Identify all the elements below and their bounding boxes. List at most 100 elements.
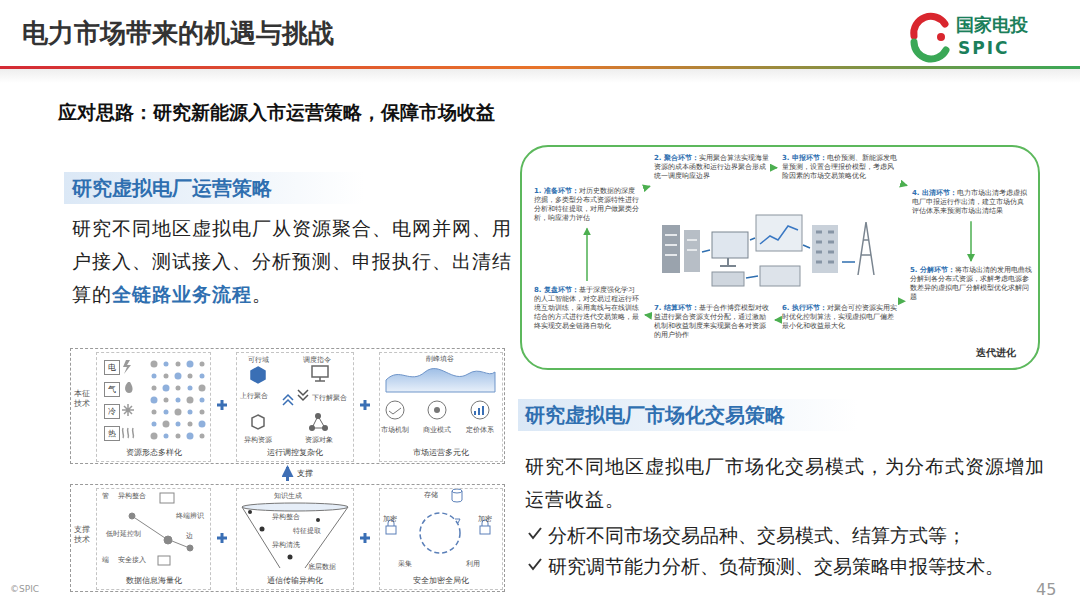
market-icon [389, 408, 401, 414]
diagram-label: 市场机制 [381, 426, 409, 434]
heading-band [64, 172, 858, 431]
energy-icon [123, 360, 131, 374]
diagram-label: 特征提取 [293, 527, 321, 535]
resource-dots [200, 398, 205, 403]
logo-text: SPIC [958, 38, 1010, 58]
control-icon [298, 390, 308, 395]
step-heading: 1. 准备环节： [534, 187, 579, 195]
tech-row-frame: 本征技术资源形态多样化电气冷热运行调控复杂化市场运营多元化 [70, 348, 505, 464]
control-icon [251, 367, 265, 383]
panel-caption: 通信传输异构化 [237, 576, 353, 586]
resource-dots [176, 434, 181, 439]
logo-mark [937, 33, 945, 41]
data-icon [160, 493, 174, 503]
resource-dots [176, 398, 181, 403]
resource-dots [175, 373, 182, 380]
security-icon [452, 491, 462, 502]
step-box: 5. 分解环节：将市场出清的发用电曲线分解到各分布式资源，求解考虑电源参数差异的… [908, 264, 1034, 304]
bullet-text: 研究调节能力分析、负荷预测、交易策略申报等技术。 [548, 555, 1004, 578]
edge-label: 支撑 [296, 469, 314, 479]
resource-dots [152, 410, 157, 415]
resource-dots [164, 434, 169, 439]
diagram-label: 商业模式 [423, 426, 451, 434]
market-icon [428, 401, 446, 419]
panel-caption: 资源形态多样化 [97, 448, 210, 458]
diagram-label: 定价体系 [466, 426, 494, 434]
feature-panel: 数据信息海量化 [96, 488, 211, 590]
page-number: 45 [1036, 580, 1056, 599]
resource-dots [164, 410, 169, 415]
cycle-arrow [905, 184, 907, 186]
step-heading: 5. 分解环节： [910, 266, 955, 274]
plus-sign [217, 400, 370, 543]
resource-dots [163, 385, 170, 392]
step-heading: 8. 复盘环节： [534, 286, 579, 294]
diagram-label: 异构清洗 [272, 541, 300, 549]
step-box: 6. 执行环节：对聚合可控资源实用实时优化控制算法，实现虚拟电厂偏差最小化和收益… [780, 302, 902, 333]
funnel-icon [288, 555, 293, 560]
plus-sign [217, 400, 370, 543]
footer-text: ©SPIC [10, 584, 39, 595]
control-icon [252, 415, 264, 429]
data-icon [158, 556, 170, 565]
diagram-label: 异构整合 [118, 492, 146, 500]
step-heading: 2. 聚合环节： [654, 154, 699, 162]
data-icon [135, 518, 187, 547]
check-mark [529, 528, 541, 538]
market-icon [475, 406, 483, 415]
resource-dots [188, 422, 193, 427]
diagram-label: 可行域 [248, 356, 269, 364]
cycle-arrow [645, 186, 650, 187]
diagram-label: 上行聚合 [240, 392, 268, 400]
diagram-label: 加密 [383, 515, 397, 523]
check-mark [529, 559, 541, 569]
panel-caption: 市场运营多元化 [380, 448, 502, 458]
header-rule [0, 66, 1080, 83]
feature-panel: 安全加密全局化 [379, 488, 503, 590]
energy-icon [125, 382, 133, 393]
resource-dots [152, 422, 157, 427]
vpp-illustration [760, 266, 800, 286]
control-icon [283, 400, 293, 405]
row-label: 支撑技术 [74, 525, 92, 544]
logo-text: 国家电投 [956, 14, 1028, 36]
security-icon [420, 513, 460, 553]
diagram-label: 端 [102, 556, 109, 564]
diagram-label: 加密 [478, 515, 492, 523]
control-icon [298, 395, 308, 400]
cycle-arrow [775, 319, 777, 321]
diagram-label: 管 [102, 492, 109, 500]
resource-dots [164, 374, 169, 379]
panel-caption: 数据信息海量化 [97, 576, 210, 586]
feature-panel: 运行调控复杂化 [236, 352, 354, 462]
resource-dots [176, 386, 181, 391]
diagram-label: 调度指令 [303, 356, 331, 364]
resource-dots [151, 433, 158, 440]
vpp-illustration [712, 272, 744, 286]
resource-dots [151, 361, 158, 368]
funnel-icon [242, 503, 348, 511]
data-icon [129, 493, 193, 565]
vpp-illustration [702, 238, 855, 278]
diagram-label: 知识生成 [274, 492, 302, 500]
market-icon [386, 369, 495, 419]
vpp-illustration [712, 232, 748, 258]
step-box: 2. 聚合环节：实用聚合算法实现海量资源的成本函数和运行边界聚合形成统一调度响应… [652, 152, 772, 183]
logo-mark [914, 42, 946, 59]
tag-text: 冷 [108, 407, 116, 416]
control-icon [315, 377, 325, 381]
energy-icon [122, 428, 133, 438]
cycle-arrow [970, 221, 972, 261]
cycle-arrow [775, 167, 777, 169]
resource-dots [188, 410, 193, 415]
funnel-icon [260, 527, 265, 532]
funnel-icon [316, 518, 320, 522]
cycle-arrow [586, 228, 588, 281]
cycle-label: 迭代进化 [976, 346, 1016, 360]
funnel-icon [248, 510, 252, 514]
diagram-label: 安全接入 [118, 556, 146, 564]
feature-panel: 资源形态多样化电气冷热 [96, 352, 211, 462]
resource-dots [188, 374, 193, 379]
resource-dots [200, 410, 205, 415]
